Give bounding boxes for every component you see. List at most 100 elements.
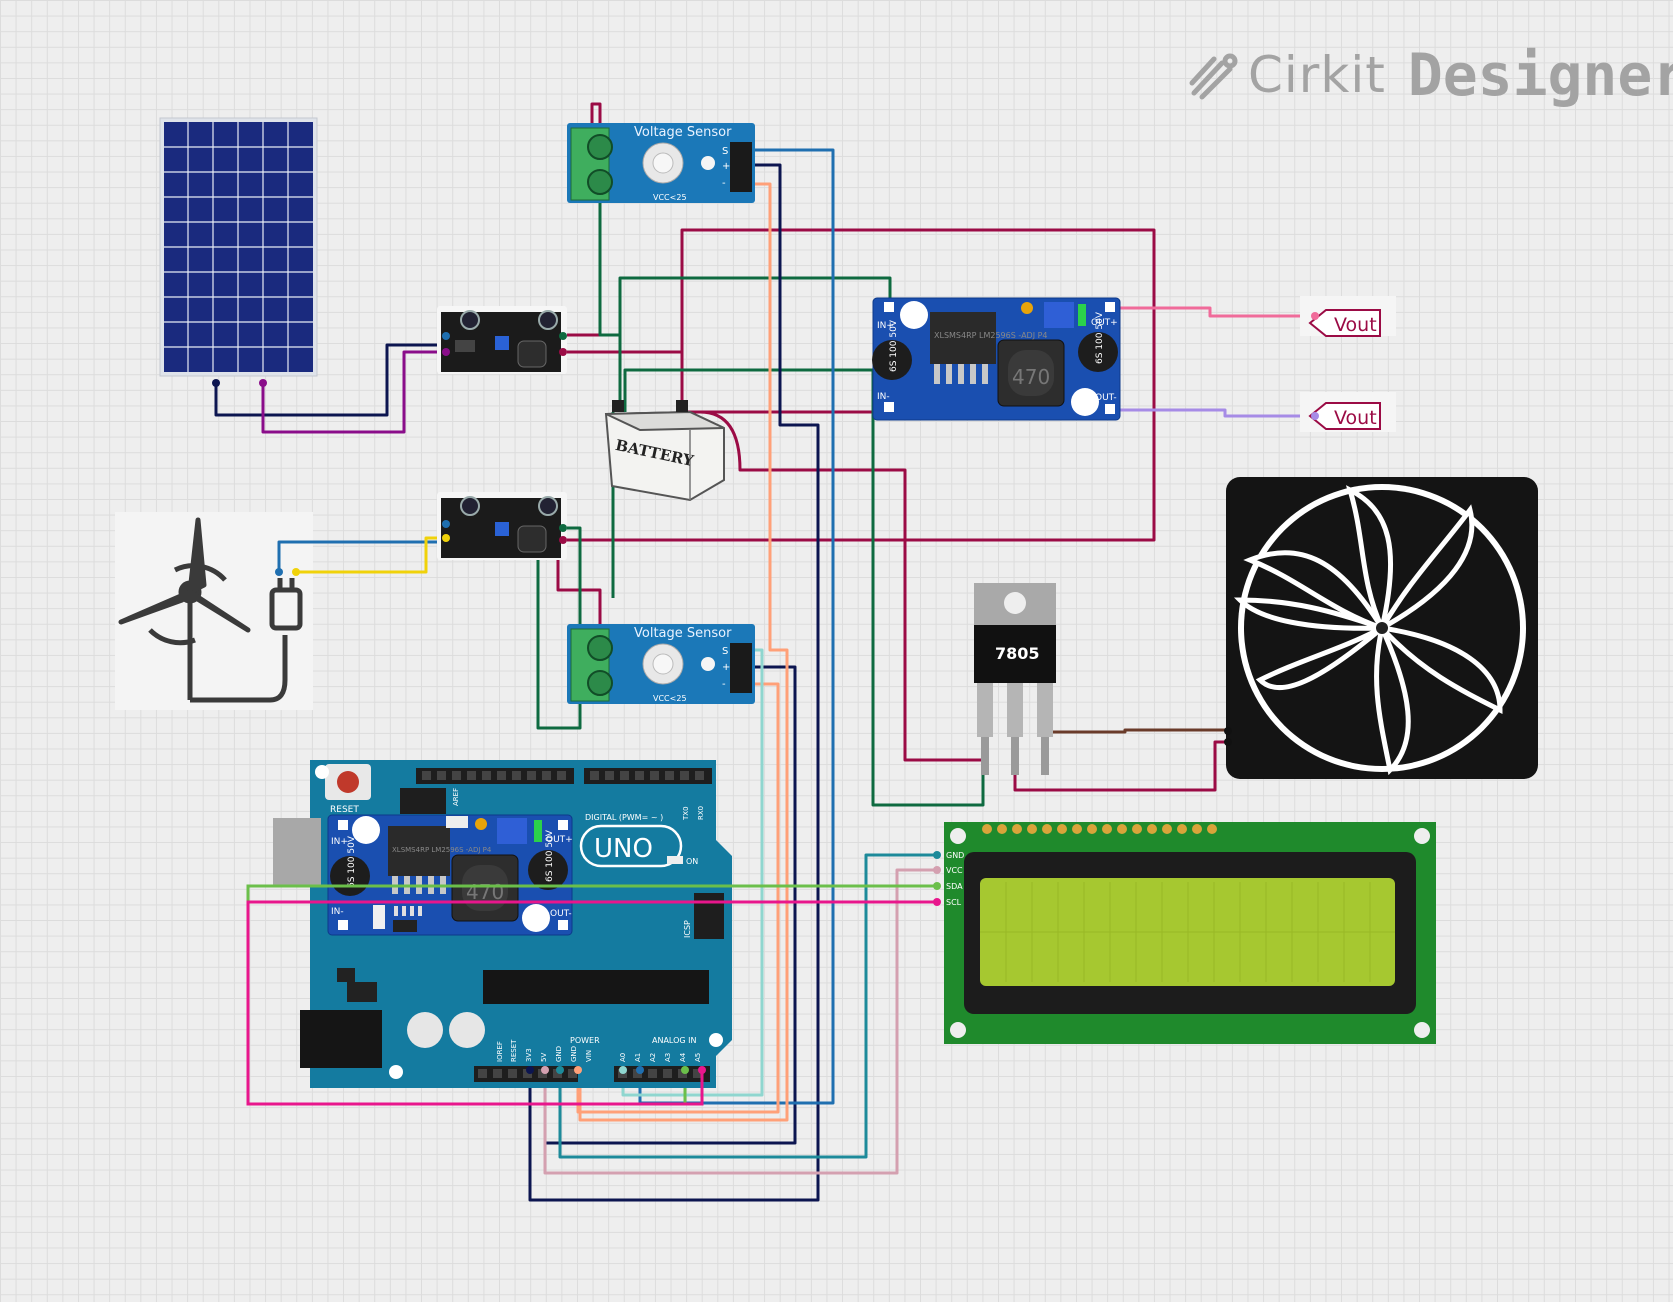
arduino-power-label: POWER [570, 1036, 600, 1045]
battery[interactable]: BATTERY [604, 400, 725, 502]
arduino-pin-3v3: 3V3 [525, 1048, 533, 1062]
wire-wind-yellow [296, 536, 444, 574]
arduino-aref-label: AREF [452, 788, 460, 806]
buck-main-cap-right: 6S 100 50V [1095, 311, 1105, 364]
regulator-label: 7805 [995, 644, 1040, 663]
small-buck-module-1[interactable] [437, 306, 567, 374]
cirkit-pen-icon [1189, 53, 1238, 100]
wire-lcd-vcc [543, 868, 940, 1175]
voltage-sensor-bottom[interactable]: Voltage Sensor VCC<25 S + - [567, 624, 755, 704]
brand-name-light: Cirkit [1248, 46, 1386, 104]
arduino-pin-a0: A0 [619, 1053, 627, 1062]
voltage-sensor-top-pin-plus: + [722, 161, 730, 172]
buck-uno-chip: XLSMS4RP LM2596S -ADJ P4 [392, 846, 492, 854]
buck-main-inductor: 470 [1012, 365, 1050, 389]
solar-panel[interactable] [159, 117, 318, 377]
arduino-pin-a2: A2 [649, 1053, 657, 1062]
voltage-sensor-top-label: Voltage Sensor [634, 125, 732, 140]
buck-converter-main[interactable]: 6S 100 50V 6S 100 50V XLSMS4RP LM2596S -… [872, 297, 1121, 421]
voltage-sensor-top-pin-s: S [722, 146, 728, 157]
vout-bottom-text: Vout [1334, 407, 1377, 429]
wire-lcd-gnd [558, 853, 940, 1159]
arduino-pin-ioref: IOREF [496, 1041, 504, 1062]
wire-green-buck-in [618, 276, 892, 412]
vout-label-top[interactable]: Vout [1300, 296, 1396, 337]
voltage-sensor-bottom-pin-minus: - [722, 679, 726, 690]
lcd-pin-vcc: VCC [946, 866, 963, 875]
arduino-pin-gnd-1: GND [555, 1046, 563, 1062]
voltage-sensor-bottom-pin-s: S [722, 646, 728, 657]
arduino-reset-label: RESET [330, 805, 359, 815]
buck-uno-cap-left: 6S 100 50V [347, 835, 357, 888]
arduino-power-header[interactable] [478, 1069, 577, 1078]
wire-solar-negative [214, 343, 444, 417]
buck-converter-on-uno[interactable]: 6S 100 50V 6S 100 50V XLSMS4RP LM2596S -… [327, 814, 573, 936]
buck-main-pin-out-plus: OUT+ [1091, 318, 1118, 328]
vout-label-bottom[interactable]: Vout [1300, 392, 1396, 432]
wire-top-sensor-gnd [578, 182, 789, 1122]
lcd-display[interactable]: GND VCC SDA SCL [933, 822, 1436, 1044]
wire-solar-positive [261, 350, 444, 434]
lcd-pin-sda: SDA [946, 882, 963, 891]
arduino-pin-5v: 5V [540, 1053, 548, 1062]
wire-bottom-sensor-gnd [576, 682, 780, 1114]
wires-over-arduino[interactable] [246, 884, 940, 1106]
buck-uno-pin-in-plus: IN+ [331, 837, 348, 847]
wire-wind-blue [277, 540, 444, 572]
wire-scl-overlay [246, 900, 940, 1106]
arduino-pin-a5: A5 [694, 1053, 702, 1062]
arduino-analog-label: ANALOG IN [652, 1036, 697, 1045]
arduino-pin-a1: A1 [634, 1053, 642, 1062]
arduino-pin-reset: RESET [510, 1039, 518, 1062]
buck-uno-inductor: 470 [466, 880, 504, 904]
voltage-sensor-top-pin-minus: - [722, 178, 726, 189]
arduino-on-label: ON [686, 857, 698, 866]
buck-main-pin-in-minus: IN- [877, 392, 890, 402]
arduino-pin-a4: A4 [679, 1052, 687, 1062]
arduino-icsp-label: ICSP [683, 920, 692, 938]
small-buck-module-2[interactable] [437, 492, 567, 560]
arduino-pin-gnd-2: GND [570, 1046, 578, 1062]
voltage-sensor-top-note: VCC<25 [653, 193, 687, 202]
buck-uno-pin-out-minus: OUT- [550, 909, 572, 919]
wire-top-sensor-green [598, 185, 622, 412]
voltage-sensor-bottom-label: Voltage Sensor [634, 626, 732, 641]
buck-main-pin-out-minus: OUT- [1095, 393, 1117, 403]
buck-uno-pin-in-minus: IN- [331, 907, 344, 917]
wind-turbine[interactable] [115, 512, 313, 710]
wire-top-sensor-loop [563, 102, 602, 337]
voltage-sensor-bottom-pin-plus: + [722, 662, 730, 673]
wire-top-sensor-signal [638, 148, 835, 1105]
buck-uno-pin-out-plus: OUT+ [546, 835, 573, 845]
wire-green-regulator [623, 368, 985, 807]
wire-top-sensor-vcc [528, 163, 820, 1202]
lcd-pin-scl: SCL [946, 898, 962, 907]
voltage-sensor-bottom-note: VCC<25 [653, 694, 687, 703]
cirkit-designer-logo: Cirkit Designer [1188, 40, 1673, 110]
arduino-pin-a3: A3 [664, 1053, 672, 1062]
wire-battery-regulator [699, 410, 985, 762]
arduino-uno-logo: UNO [594, 834, 653, 864]
wire-regulator-fan [1013, 740, 1228, 792]
lcd-pin-gnd: GND [946, 851, 964, 860]
arduino-digital-header[interactable] [422, 771, 704, 780]
voltage-regulator-7805[interactable]: 7805 [974, 583, 1056, 775]
wire-battery-big-loop [563, 228, 1156, 542]
wind-turbine-icon [118, 517, 303, 703]
wire-vout-minus [1108, 408, 1315, 418]
arduino-pin-vin: VIN [585, 1050, 593, 1062]
fan-blades-icon [1233, 485, 1503, 776]
arduino-rx-label: RX0 [697, 806, 705, 820]
arduino-digital-label: DIGITAL (PWM= ~ ) [585, 813, 663, 822]
voltage-sensor-top[interactable]: Voltage Sensor VCC<25 S + - [567, 123, 755, 203]
wire-fan-brown [1043, 728, 1228, 772]
vout-top-text: Vout [1334, 314, 1377, 336]
buck-uno-cap-right: 6S 100 50V [545, 829, 555, 882]
wire-vout-plus [1108, 306, 1315, 318]
buck-main-cap-left: 6S 100 50V [889, 319, 899, 372]
brand-name-bold: Designer [1407, 41, 1673, 109]
connection-points [212, 312, 1319, 1074]
cooling-fan[interactable] [1224, 477, 1538, 779]
buck-main-chip: XLSMS4RP LM2596S -ADJ P4 [934, 331, 1048, 340]
